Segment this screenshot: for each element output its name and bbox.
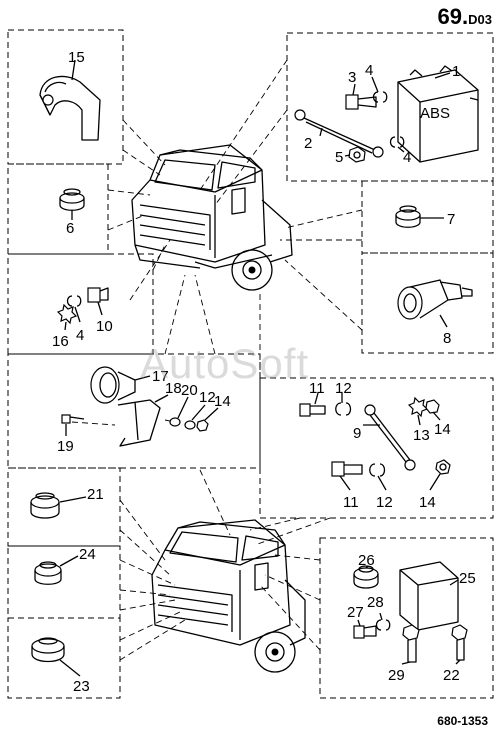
part-19-screw bbox=[61, 414, 85, 424]
callout-24: 24 bbox=[79, 546, 96, 563]
box-right-1 bbox=[361, 180, 494, 254]
part-4-washer-left bbox=[66, 295, 82, 307]
callout-9: 9 bbox=[353, 425, 361, 442]
part-24-grommet bbox=[34, 561, 62, 585]
part-14-nut-lower bbox=[435, 459, 451, 475]
part-11-bolt-upper bbox=[299, 403, 326, 417]
part-12-washer-upper bbox=[335, 402, 352, 416]
callout-11-upper: 11 bbox=[309, 380, 325, 397]
callout-19: 19 bbox=[57, 438, 74, 455]
callout-10: 10 bbox=[96, 318, 113, 335]
part-21-grommet bbox=[30, 492, 60, 519]
part-16-star-washer bbox=[56, 303, 78, 325]
part-17-horn bbox=[90, 366, 136, 404]
callout-22: 22 bbox=[443, 667, 460, 684]
box-bottom-left-3 bbox=[7, 617, 121, 699]
callout-12-left: 12 bbox=[199, 389, 216, 406]
callouts: 15 1 3 4 2 5 4 6 7 8 16 4 10 17 18 20 12… bbox=[52, 49, 476, 695]
callout-15: 15 bbox=[68, 49, 85, 66]
part-7-grommet bbox=[395, 205, 421, 228]
part-11-bolt-lower bbox=[331, 461, 363, 477]
callout-12-lower: 12 bbox=[376, 494, 393, 511]
callout-2: 2 bbox=[304, 135, 312, 152]
part-2-cable bbox=[294, 109, 384, 158]
part-3-bolt bbox=[345, 94, 377, 110]
callout-4-top: 4 bbox=[365, 62, 373, 79]
box-top-left bbox=[7, 29, 124, 165]
callout-11-lower: 11 bbox=[343, 494, 359, 511]
part-27-bolt bbox=[353, 625, 377, 639]
part-5-nut bbox=[348, 146, 366, 163]
box-right-2 bbox=[361, 252, 494, 354]
part-8-sensor bbox=[397, 279, 473, 320]
section-code: D03 bbox=[468, 12, 492, 27]
part-18-bracket bbox=[117, 399, 161, 447]
box-mid-left bbox=[7, 353, 261, 469]
part-22-bolt bbox=[451, 624, 468, 661]
box-bottom-right bbox=[319, 537, 494, 699]
callout-12-upper: 12 bbox=[335, 380, 352, 397]
callout-5: 5 bbox=[335, 149, 343, 166]
callout-28: 28 bbox=[367, 594, 384, 611]
callout-13: 13 bbox=[413, 427, 430, 444]
callout-1: 1 bbox=[452, 63, 460, 80]
callout-18: 18 bbox=[165, 380, 182, 397]
callout-4-left: 4 bbox=[76, 327, 84, 344]
box-top-right bbox=[286, 32, 494, 182]
part-26-grommet bbox=[353, 565, 379, 589]
part-25-ecu bbox=[399, 561, 459, 631]
truck-upper-illustration bbox=[131, 144, 293, 291]
callout-8: 8 bbox=[443, 330, 451, 347]
box-left-1 bbox=[7, 163, 109, 255]
part-14-nut-upper bbox=[425, 399, 440, 414]
section-boxes bbox=[7, 29, 494, 699]
page-number-main: 69. bbox=[437, 4, 469, 29]
parts-20-12-14-small bbox=[169, 417, 209, 432]
page-number: 69.D03 bbox=[438, 4, 492, 30]
callout-27: 27 bbox=[347, 604, 364, 621]
part-15-seal bbox=[39, 75, 101, 141]
box-bottom-left-2 bbox=[7, 545, 121, 619]
part-28-washer bbox=[375, 619, 391, 631]
callout-3: 3 bbox=[348, 69, 356, 86]
part-6-grommet bbox=[59, 188, 85, 211]
callout-29: 29 bbox=[388, 667, 405, 684]
callout-23: 23 bbox=[73, 678, 90, 695]
ecu-abs-label: ABS bbox=[420, 105, 450, 122]
callout-14-left: 14 bbox=[214, 393, 231, 410]
part-9-cable bbox=[364, 404, 416, 471]
callout-25: 25 bbox=[459, 570, 476, 587]
box-bottom-left-1 bbox=[7, 467, 121, 547]
callout-4-right: 4 bbox=[403, 149, 411, 166]
callout-20: 20 bbox=[181, 382, 198, 399]
part-29-bolt bbox=[402, 624, 420, 663]
part-12-washer-lower bbox=[369, 463, 386, 477]
part-4-washer-top bbox=[372, 91, 388, 103]
truck-lower-illustration bbox=[151, 519, 306, 673]
callout-7: 7 bbox=[447, 211, 455, 228]
part-4-washer-right bbox=[389, 136, 405, 148]
callout-14-upper: 14 bbox=[434, 421, 451, 438]
callout-26: 26 bbox=[358, 552, 375, 569]
callout-21: 21 bbox=[87, 486, 104, 503]
part-23-grommet bbox=[31, 637, 65, 663]
watermark-text: AutoSoft bbox=[140, 340, 310, 387]
box-left-2 bbox=[7, 253, 154, 355]
part-13-star-washer bbox=[407, 396, 429, 418]
part-1-abs-ecu bbox=[397, 65, 479, 163]
drawing-code: 680-1353 bbox=[437, 714, 488, 728]
callout-17: 17 bbox=[152, 368, 169, 385]
part-10-bolt bbox=[87, 287, 109, 303]
callout-6: 6 bbox=[66, 220, 74, 237]
callout-16: 16 bbox=[52, 333, 69, 350]
callout-14-lower: 14 bbox=[419, 494, 436, 511]
